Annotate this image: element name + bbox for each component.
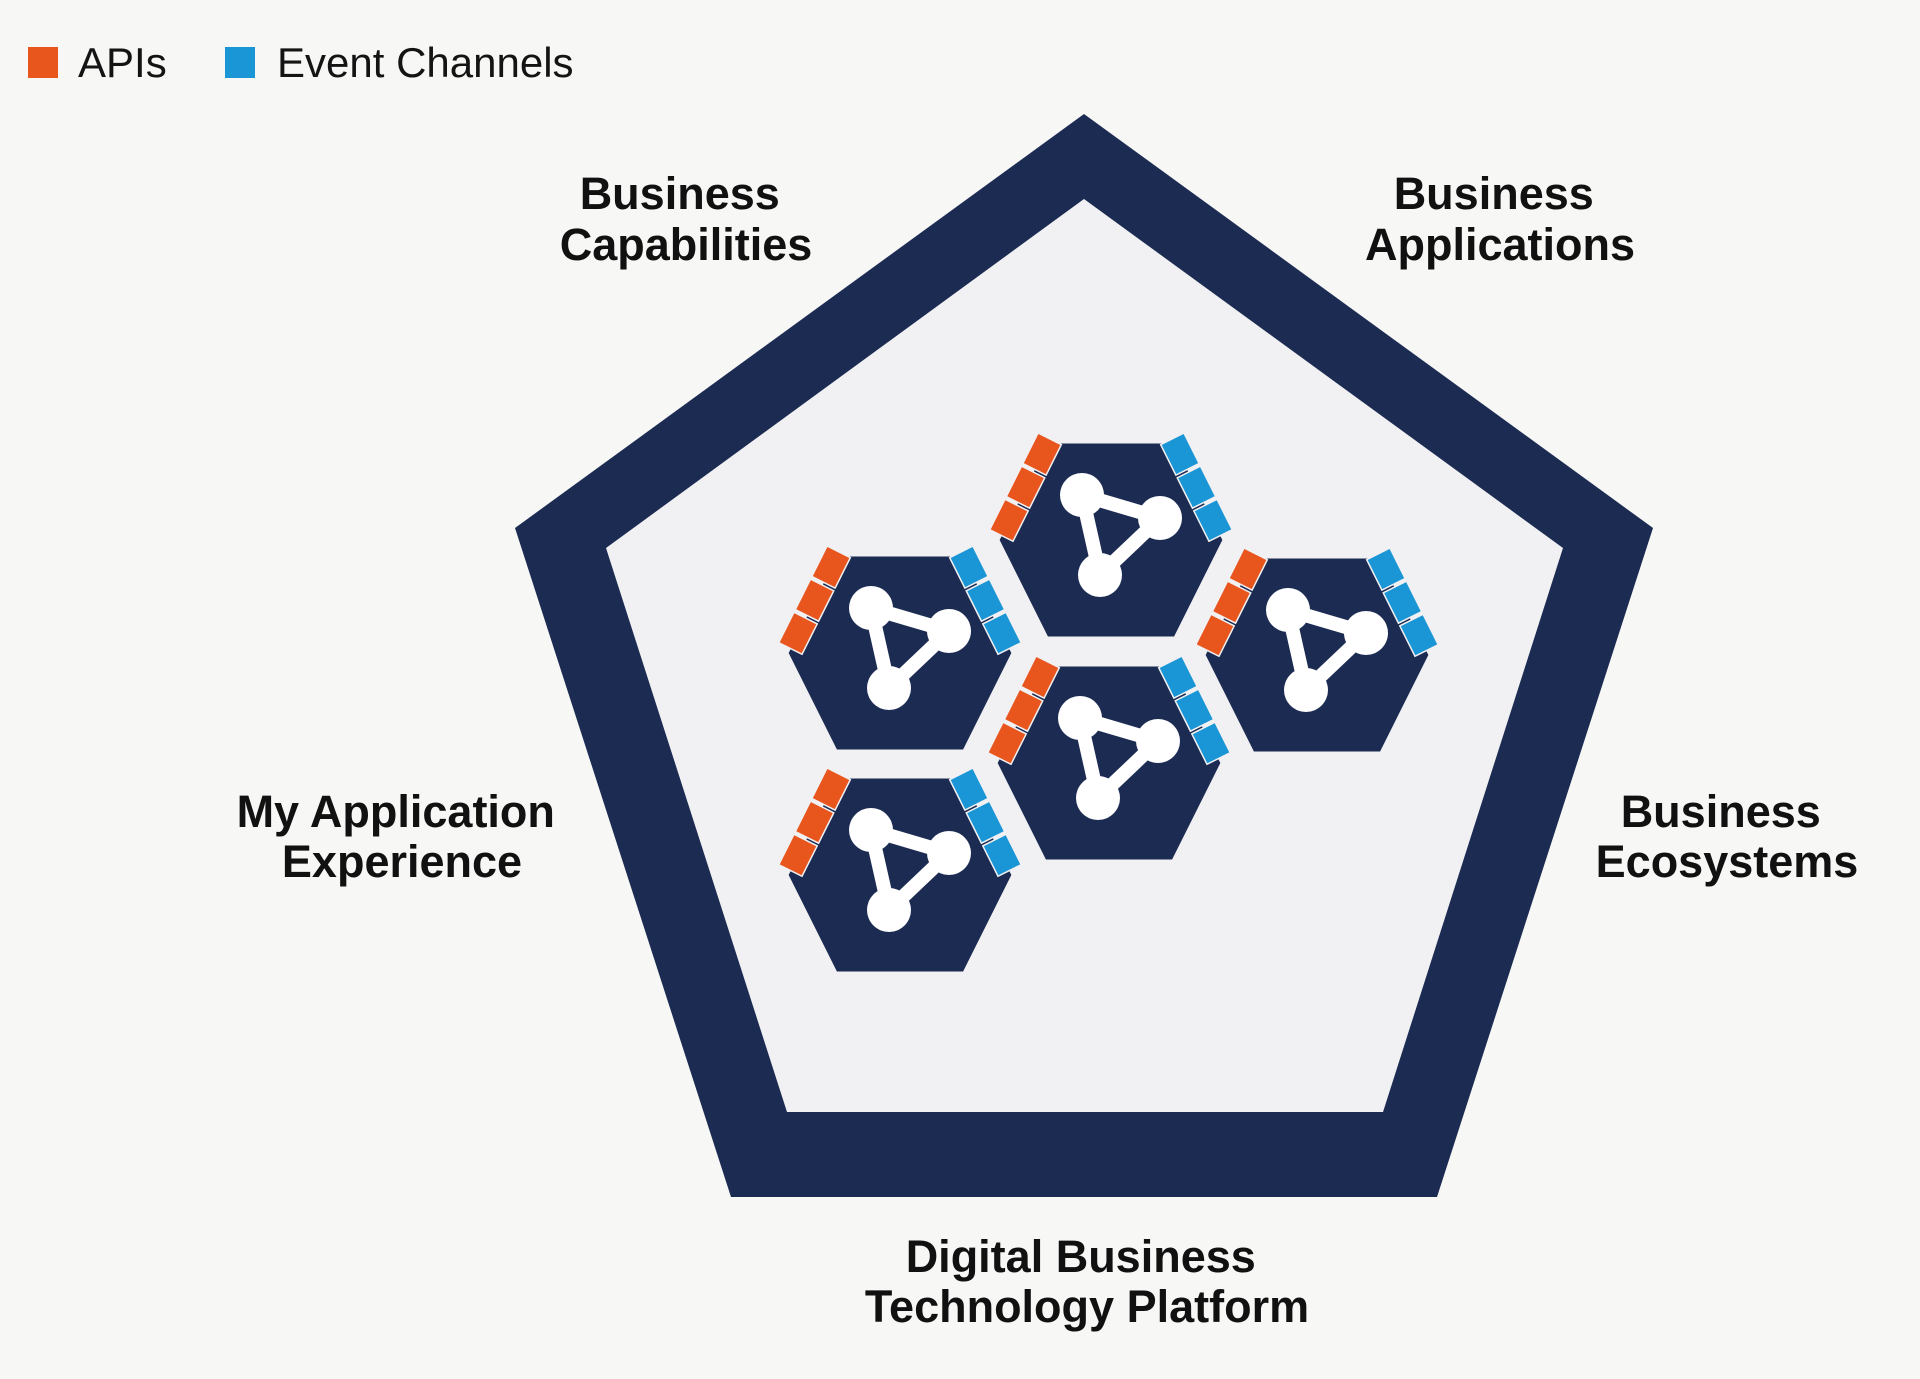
network-triangle-icon — [849, 808, 971, 932]
legend-item-event-channels: Event Channels — [225, 39, 574, 86]
network-triangle-icon — [1266, 588, 1388, 712]
label-business-ecosystems: Business Ecosystems — [1596, 786, 1859, 887]
event-channel-tab — [965, 800, 1006, 845]
label-line: Experience — [282, 836, 522, 887]
label-my-application-experience: My Application Experience — [237, 786, 568, 887]
node-circle — [1058, 696, 1102, 740]
event-channel-tab — [1192, 498, 1234, 543]
api-tabs — [777, 545, 852, 656]
api-tab — [794, 800, 835, 845]
node-circle — [1136, 719, 1180, 763]
event-channel-tab — [1157, 655, 1199, 700]
api-tab — [794, 578, 835, 623]
legend-label-event-channels: Event Channels — [277, 39, 574, 86]
label-business-applications: Business Applications — [1365, 168, 1635, 270]
node-circle — [1138, 496, 1182, 540]
node-circle — [849, 808, 893, 852]
label-line: Business — [1621, 786, 1821, 837]
api-tab — [1003, 688, 1044, 733]
api-tabs — [777, 767, 852, 878]
network-triangle-icon — [849, 586, 971, 710]
label-line: Digital Business — [906, 1231, 1256, 1282]
event-channel-tabs — [948, 545, 1023, 656]
event-channel-tab — [981, 611, 1023, 656]
event-channel-tabs — [948, 767, 1023, 878]
label-line: Business — [580, 168, 780, 219]
network-triangle-icon — [1060, 473, 1182, 597]
event-channel-tab — [965, 578, 1006, 623]
node-circle — [867, 666, 911, 710]
api-tab — [1211, 580, 1252, 625]
api-tab — [1005, 465, 1046, 510]
node-circle — [1284, 668, 1328, 712]
event-channel-tabs — [1159, 432, 1234, 543]
pentagon-frame — [515, 114, 1653, 1197]
legend-label-apis: APIs — [78, 39, 167, 86]
node-circle — [849, 586, 893, 630]
triangle-link — [1073, 711, 1165, 805]
api-square-icon — [28, 47, 58, 78]
label-digital-business-technology-platform: Digital Business Technology Platform — [865, 1231, 1309, 1332]
node-circle — [1060, 473, 1104, 517]
label-line: Capabilities — [560, 219, 813, 270]
component-top — [988, 432, 1234, 640]
api-tabs — [988, 432, 1063, 543]
component-bottom-left — [777, 767, 1023, 975]
node-circle — [1266, 588, 1310, 632]
components-cluster — [777, 432, 1440, 975]
label-line: Ecosystems — [1596, 836, 1859, 887]
event-channel-tab — [1382, 580, 1423, 625]
label-line: Applications — [1365, 219, 1635, 270]
component-left — [777, 545, 1023, 753]
event-channel-tab — [948, 767, 990, 812]
event-channel-tab — [1174, 688, 1215, 733]
triangle-link — [1075, 488, 1167, 582]
node-circle — [1078, 553, 1122, 597]
api-tab — [1227, 547, 1269, 592]
event-channel-tab — [1176, 465, 1217, 510]
event-channel-tab — [1365, 547, 1407, 592]
api-tab — [1021, 432, 1063, 477]
api-tab — [810, 545, 852, 590]
event-channel-tab — [948, 545, 990, 590]
event-channel-tab — [1159, 432, 1201, 477]
api-tabs — [1194, 547, 1269, 658]
api-tab — [1019, 655, 1061, 700]
api-tab — [777, 611, 819, 656]
api-tab — [810, 767, 852, 812]
event-channel-tabs — [1365, 547, 1440, 658]
event-channel-tab — [981, 833, 1023, 878]
triangle-link — [864, 601, 956, 695]
component-right — [1194, 547, 1440, 755]
triangle-link — [864, 823, 956, 917]
api-tab — [777, 833, 819, 878]
legend-item-apis: APIs — [28, 39, 167, 86]
event-channel-tab — [1398, 613, 1440, 658]
label-line: Technology Platform — [865, 1281, 1309, 1332]
label-line: My Application — [237, 786, 555, 837]
api-tab — [986, 721, 1028, 766]
event-channel-square-icon — [225, 47, 255, 78]
api-tab — [988, 498, 1030, 543]
node-circle — [927, 609, 971, 653]
label-business-capabilities: Business Capabilities — [560, 168, 813, 270]
api-tabs — [986, 655, 1061, 766]
node-circle — [867, 888, 911, 932]
network-triangle-icon — [1058, 696, 1180, 820]
component-middle — [986, 655, 1232, 863]
event-channel-tab — [1190, 721, 1232, 766]
triangle-link — [1281, 603, 1373, 697]
label-line: Business — [1394, 168, 1594, 219]
node-circle — [927, 831, 971, 875]
legend: APIs Event Channels — [28, 39, 574, 86]
node-circle — [1344, 611, 1388, 655]
node-circle — [1076, 776, 1120, 820]
api-tab — [1194, 613, 1236, 658]
event-channel-tabs — [1157, 655, 1232, 766]
